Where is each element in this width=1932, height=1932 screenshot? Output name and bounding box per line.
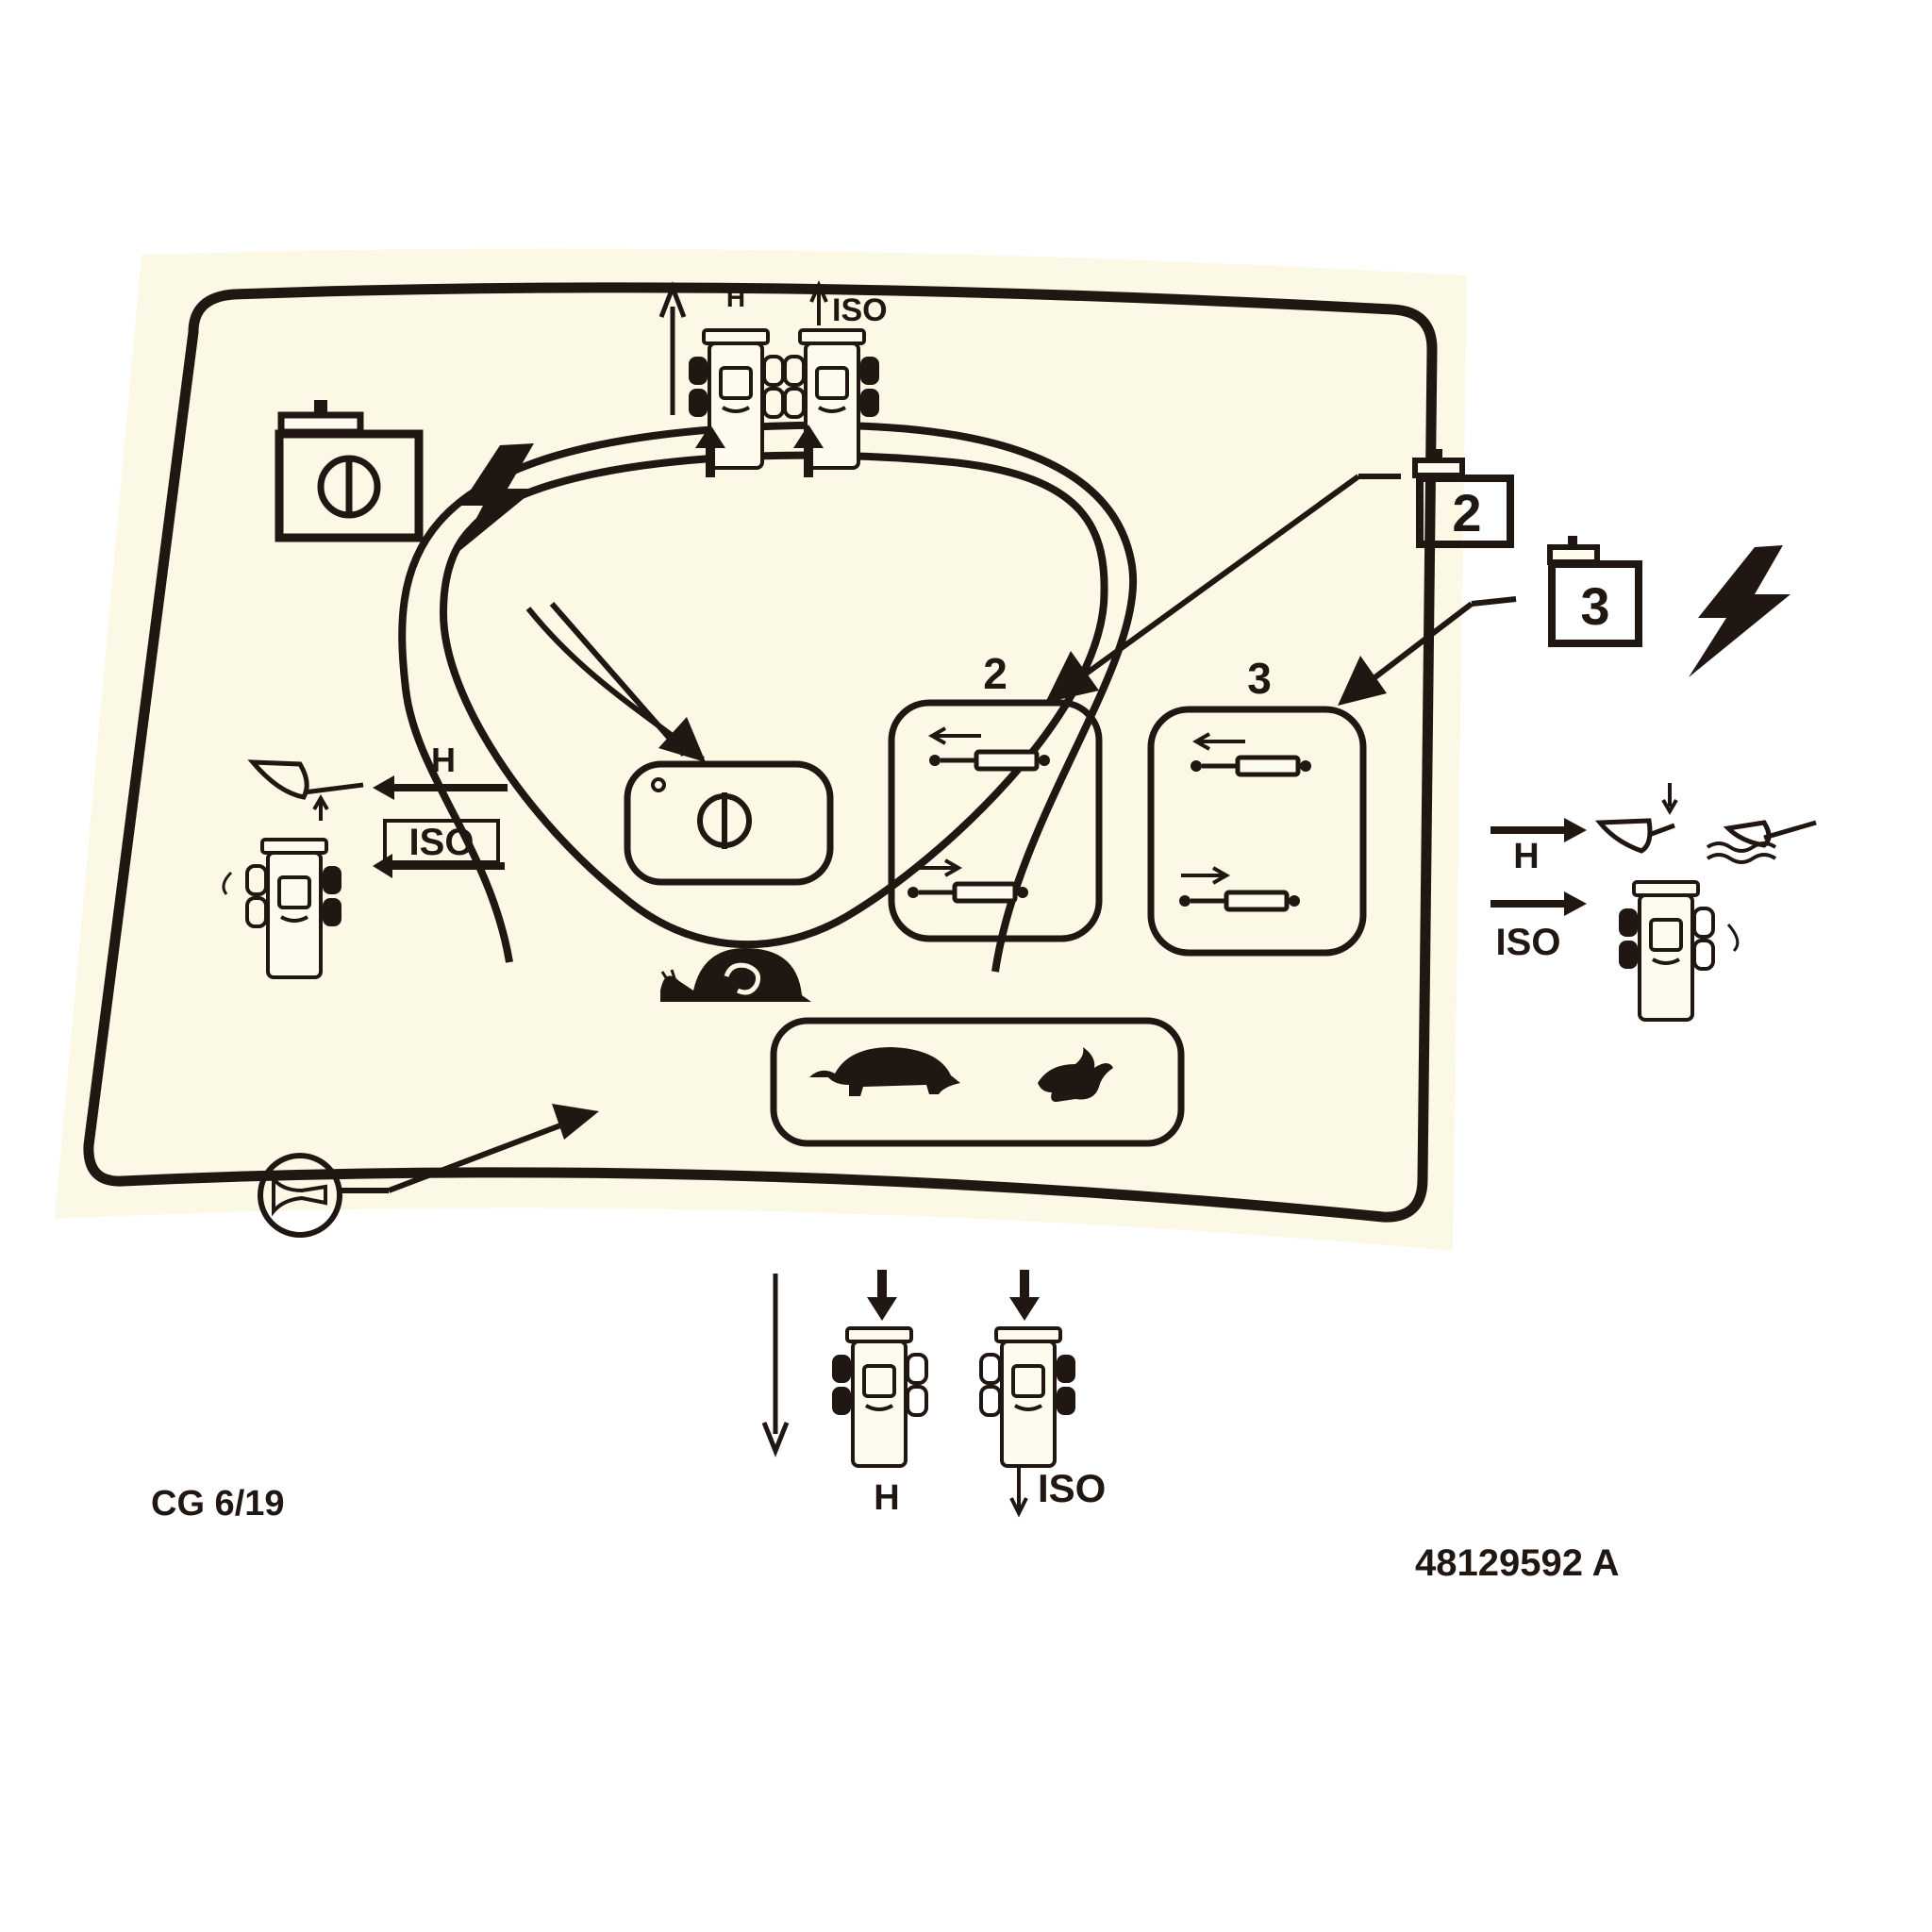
power-pointer [549, 602, 687, 757]
valve2-pointer-arrow [1045, 474, 1401, 703]
power-switch-button [624, 760, 834, 886]
cylinder-retract-icon [929, 726, 1050, 769]
svg-text:2: 2 [1452, 483, 1481, 542]
valve3-rocker [1147, 706, 1367, 957]
top-h-label: H [726, 283, 745, 312]
turn-arrow [1726, 924, 1740, 953]
cylinder-extend-icon [1179, 866, 1300, 909]
top-iso-label: ISO [832, 292, 888, 328]
part-number: 48129592 A [1415, 1542, 1619, 1584]
rabbit-icon [1038, 1047, 1113, 1102]
hitch-lower-icon [1594, 783, 1678, 854]
horn-icon [258, 1153, 342, 1238]
hitch-float-icon [1706, 820, 1817, 864]
left-h-label: H [431, 741, 456, 779]
cylinder-extend-icon [908, 858, 1028, 901]
decal-sticker [55, 248, 1467, 1252]
valve2-number: 2 [983, 649, 1008, 698]
left-h-arrow [373, 775, 508, 800]
decal-border [83, 282, 1438, 1223]
date-code: CG 6/19 [151, 1484, 285, 1524]
bottom-h-label: H [874, 1478, 899, 1518]
top-travel-arrow [658, 281, 687, 415]
left-iso-arrow [373, 854, 505, 878]
bottom-iso-label: ISO [1038, 1466, 1106, 1510]
left-iso-label-box [383, 819, 500, 864]
right-h-arrow [1491, 818, 1587, 842]
horn-pointer-arrow [341, 1104, 599, 1193]
right-iso-label: ISO [1496, 922, 1561, 963]
valve2-rocker [888, 699, 1103, 942]
right-iso-arrow [1491, 891, 1587, 916]
lower-arrow [867, 1270, 1040, 1321]
valve3-number: 3 [1247, 654, 1272, 703]
tractor-icon [1617, 880, 1715, 1022]
power-switch-icon [275, 400, 424, 542]
bottom-travel-arrow [761, 1274, 790, 1457]
turn-arrow [222, 871, 233, 895]
tractor-icon [981, 1328, 1075, 1466]
right-h-label: H [1513, 837, 1539, 876]
valve3-tag: 3 [1547, 536, 1642, 647]
left-iso-label: ISO [409, 822, 475, 863]
lift-arrow [695, 425, 824, 477]
snail-icon [660, 948, 811, 1002]
lightning-icon [458, 443, 536, 552]
cylinder-retract-icon [1191, 732, 1311, 774]
lightning-icon [1689, 545, 1790, 677]
top-iso-arrow [809, 280, 828, 325]
hitch-raise-icon [247, 759, 364, 821]
turtle-icon [809, 1047, 960, 1096]
bottom-iso-arrow [1009, 1467, 1028, 1518]
tractor-icon [830, 1326, 928, 1468]
speed-selector [770, 1017, 1185, 1147]
valve2-tag: 2 [1412, 449, 1514, 548]
valve3-pointer-arrow [1338, 596, 1517, 706]
svg-text:3: 3 [1580, 576, 1609, 636]
